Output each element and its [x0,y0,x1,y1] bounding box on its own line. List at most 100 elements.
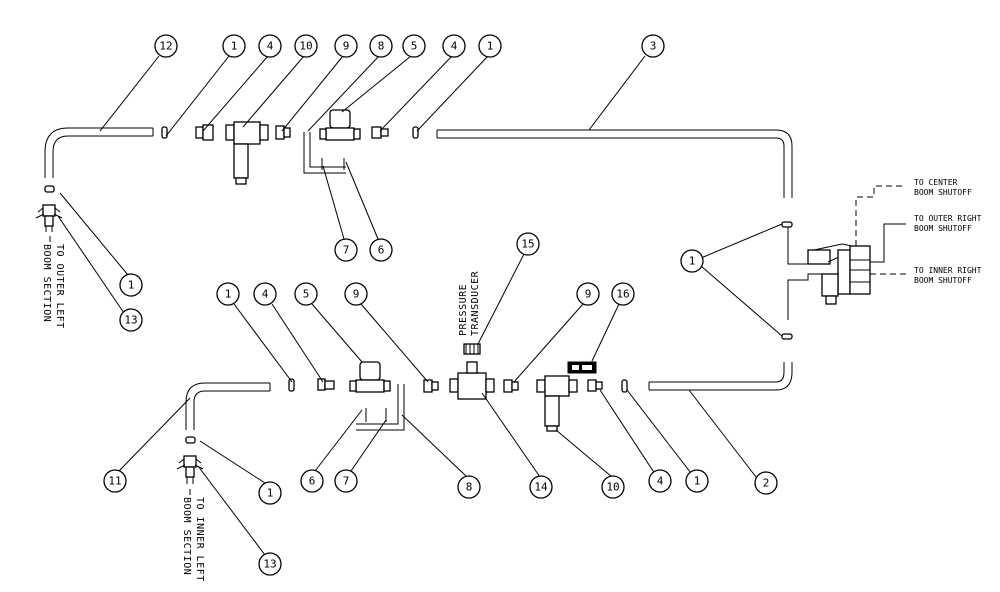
svg-text:14: 14 [534,481,548,494]
callout-9-b: 9 [344,282,368,306]
nozzle-13-lower [176,455,204,484]
bracket-8-lower [356,384,405,431]
callout-1-b: 1 [478,34,502,58]
valve-5-lower [349,361,391,393]
callout-5-b: 5 [294,282,318,306]
pressure-label-2: TRANSDUCER [470,270,481,336]
callout-5-a: 5 [402,34,426,58]
svg-text:11: 11 [108,475,121,488]
hose-11 [185,382,271,430]
svg-text:9: 9 [585,288,592,301]
tee-14 [449,361,495,400]
callout-6-a: 6 [369,238,393,262]
callout-8-a: 8 [369,34,393,58]
callout-4-c: 4 [253,282,277,306]
callout-leaders [57,55,783,556]
callout-7-b: 7 [334,469,358,493]
callout-10-b: 10 [601,475,625,499]
svg-text:16: 16 [616,288,629,301]
hose-3 [436,129,793,198]
svg-text:9: 9 [353,288,360,301]
fitting-9-upper [275,125,291,140]
callout-14: 14 [529,475,553,499]
fitting-4-top-left [195,124,214,141]
svg-text:1: 1 [689,255,696,268]
svg-text:5: 5 [411,40,418,53]
callout-3: 3 [641,34,665,58]
callout-1-manifold: 1 [680,249,704,273]
callout-1-d: 1 [216,282,240,306]
svg-text:9: 9 [343,40,350,53]
fitting-1-manifold-top [781,221,793,228]
svg-text:15: 15 [521,238,534,251]
clamp-1-lower-left [288,378,295,392]
callout-13-b: 13 [258,552,282,576]
svg-text:3: 3 [650,40,657,53]
clamp-1-lower-right [621,379,628,393]
svg-text:1: 1 [128,279,135,292]
valve-5-upper [319,109,361,141]
svg-text:4: 4 [262,288,269,301]
fitting-1-upper-left [44,185,55,193]
svg-text:4: 4 [267,40,274,53]
clamp-1-top-right [412,126,419,139]
to-inner-right-label-2: BOOM SHUTOFF [914,276,972,285]
callout-10-a: 10 [294,34,318,58]
svg-text:1: 1 [225,288,232,301]
fitting-4-lower-left [317,378,335,391]
fitting-1-lower-left-drop [185,436,196,444]
hose-12 [44,127,154,178]
callout-1-c: 1 [119,273,143,297]
callout-12: 12 [154,34,178,58]
callout-16: 16 [611,282,635,306]
callout-9-c: 9 [576,282,600,306]
fitting-9-lower-left [423,379,439,393]
hose-2 [648,362,793,391]
svg-text:13: 13 [263,558,276,571]
to-center-label-1: TO CENTER [914,178,958,187]
strainer-10-upper [225,121,269,185]
svg-text:6: 6 [378,244,385,257]
to-inner-right-label-1: TO INNER RIGHT [914,266,982,275]
outer-left-label-2: BOOM SECTION [41,244,52,322]
callout-7-a: 7 [334,238,358,262]
callout-1-a: 1 [222,34,246,58]
callout-1-f: 1 [685,469,709,493]
fitting-9-lower-right [503,379,519,393]
callout-8-b: 8 [457,475,481,499]
svg-text:1: 1 [694,475,701,488]
callout-11: 11 [103,469,127,493]
fitting-1-manifold-bottom [781,333,793,340]
svg-text:12: 12 [159,40,172,53]
svg-text:8: 8 [466,481,473,494]
decal-16 [567,361,597,374]
callout-1-e: 1 [258,481,282,505]
strainer-10-lower [536,375,578,432]
to-center-line [855,185,906,246]
callout-2: 2 [754,471,778,495]
svg-text:7: 7 [343,244,350,257]
svg-text:4: 4 [657,475,664,488]
bolts-lower [365,408,387,422]
svg-text:10: 10 [299,40,312,53]
clamp-1-top-left [161,126,168,139]
callout-9-a: 9 [334,34,358,58]
outer-left-label-1: TO OUTER LEFT [54,244,65,329]
callout-4-d: 4 [648,469,672,493]
svg-text:4: 4 [451,40,458,53]
inner-left-label-2: BOOM SECTION [181,497,192,575]
callout-6-b: 6 [300,469,324,493]
svg-text:7: 7 [343,475,350,488]
fitting-4-lower-right [587,379,603,392]
bracket-8-upper [303,132,346,174]
svg-text:10: 10 [606,481,619,494]
svg-text:6: 6 [309,475,316,488]
callout-15: 15 [516,232,540,256]
inner-left-label-1: TO INNER LEFT [194,497,205,582]
callout-4-b: 4 [442,34,466,58]
svg-text:1: 1 [231,40,238,53]
to-outer-right-label-2: BOOM SHUTOFF [914,224,972,233]
to-outer-right-label-1: TO OUTER RIGHT [914,214,982,223]
manifold-valve [787,227,871,320]
